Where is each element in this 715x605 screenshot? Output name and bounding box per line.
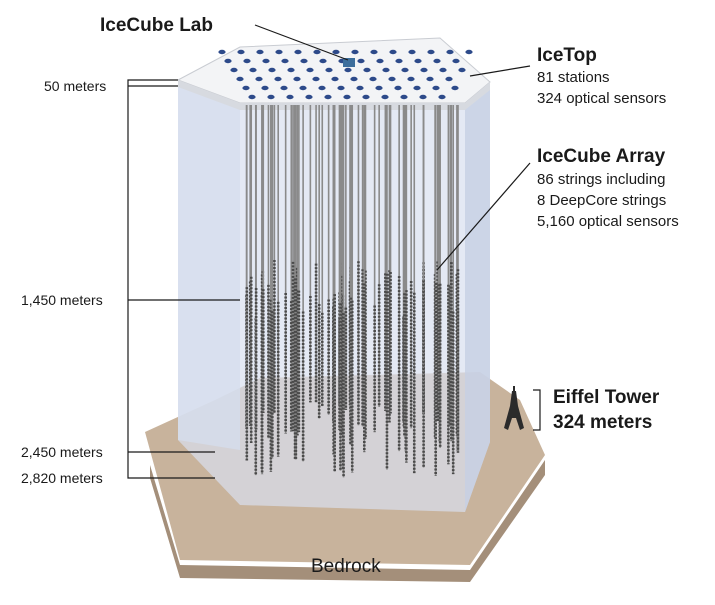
icetop-station-dot: [433, 58, 441, 64]
icetop-station-dot: [256, 49, 264, 55]
sensor-dots: [218, 49, 473, 100]
icetop-station-dot: [370, 49, 378, 55]
icetop-station-dot: [280, 85, 288, 91]
icetop-station-dot: [306, 67, 314, 73]
icetop-station-dot: [439, 67, 447, 73]
icetop-station-dot: [313, 49, 321, 55]
icetop-station-dot: [357, 58, 365, 64]
icetop-station-dot: [293, 76, 301, 82]
icetop-station-dot: [331, 76, 339, 82]
icetop-station-dot: [452, 58, 460, 64]
icetop-station-dot: [300, 58, 308, 64]
icetop-station-dot: [382, 67, 390, 73]
icetop-station-dot: [426, 76, 434, 82]
array-line-1: 86 strings including: [537, 171, 666, 188]
icetop-station-dot: [445, 76, 453, 82]
icetop-station-dot: [350, 76, 358, 82]
icetop-station-dot: [312, 76, 320, 82]
icetop-station-dot: [268, 67, 276, 73]
icetop-station-dot: [332, 49, 340, 55]
depth-bracket: [127, 24, 541, 479]
icetop-station-dot: [243, 58, 251, 64]
icetop-station-dot: [318, 85, 326, 91]
icetop-station-dot: [356, 85, 364, 91]
icetop-station-dot: [287, 67, 295, 73]
icetop-station-dot: [224, 58, 232, 64]
icetop-station-dot: [362, 94, 370, 100]
icetop-station-dot: [286, 94, 294, 100]
icetop-station-dot: [294, 49, 302, 55]
icetop-station-dot: [401, 67, 409, 73]
icetop-station-dot: [388, 76, 396, 82]
depth-50: 50 meters: [44, 78, 107, 94]
icetop-station-dot: [375, 85, 383, 91]
icetop-station-dot: [343, 94, 351, 100]
icetop-station-dot: [267, 94, 275, 100]
lab-title: IceCube Lab: [100, 15, 213, 36]
icetop-station-dot: [305, 94, 313, 100]
icetop-station-dot: [319, 58, 327, 64]
icetop-station-dot: [236, 76, 244, 82]
array-line-3: 5,160 optical sensors: [537, 213, 679, 230]
bedrock-label: Bedrock: [311, 556, 381, 577]
icetop-station-dot: [458, 67, 466, 73]
icetop-station-dot: [408, 49, 416, 55]
icetop-station-dot: [465, 49, 473, 55]
array-line-2: 8 DeepCore strings: [537, 192, 667, 209]
icetop-station-dot: [451, 85, 459, 91]
icetop-station-dot: [419, 94, 427, 100]
icetop-station-dot: [420, 67, 428, 73]
icetop-station-dot: [438, 94, 446, 100]
icetop-station-dot: [275, 49, 283, 55]
icetop-station-dot: [262, 58, 270, 64]
icetop-station-dot: [394, 85, 402, 91]
icetop-station-dot: [446, 49, 454, 55]
depth-1450: 1,450 meters: [21, 292, 103, 308]
icetop-station-dot: [299, 85, 307, 91]
icetop-station-dot: [427, 49, 435, 55]
depth-2820: 2,820 meters: [21, 470, 103, 486]
icetop-station-dot: [344, 67, 352, 73]
icetop-title: IceTop: [537, 45, 597, 66]
icetop-station-dot: [242, 85, 250, 91]
icetop-station-dot: [230, 67, 238, 73]
icetop-station-dot: [255, 76, 263, 82]
icetop-station-dot: [248, 94, 256, 100]
ice-volume-side: [465, 88, 490, 512]
bedrock-base: [150, 460, 545, 582]
eiffel-tower-icon: [504, 386, 524, 430]
icetop-station-dot: [400, 94, 408, 100]
icetop-station-dot: [395, 58, 403, 64]
icetop-station-dot: [432, 85, 440, 91]
icetop-station-dot: [274, 76, 282, 82]
icetop-station-dot: [407, 76, 415, 82]
icetop-station-dot: [381, 94, 389, 100]
icetop-line-2: 324 optical sensors: [537, 90, 667, 107]
icetop-station-dot: [337, 85, 345, 91]
depth-2450: 2,450 meters: [21, 444, 103, 460]
eiffel-title: Eiffel Tower: [553, 387, 660, 408]
icetop-station-dot: [369, 76, 377, 82]
icetop-station-dot: [376, 58, 384, 64]
icetop-station-dot: [281, 58, 289, 64]
icetop-station-dot: [218, 49, 226, 55]
icetop-edge: [178, 80, 490, 110]
icetop-station-dot: [249, 67, 257, 73]
icetop-station-dot: [237, 49, 245, 55]
icetop-station-dot: [324, 94, 332, 100]
icetop-station-dot: [389, 49, 397, 55]
icetop-station-dot: [413, 85, 421, 91]
icetop-station-dot: [363, 67, 371, 73]
icetop-line-1: 81 stations: [537, 69, 610, 86]
icetop-station-dot: [261, 85, 269, 91]
icetop-station-dot: [414, 58, 422, 64]
eiffel-height: 324 meters: [553, 412, 653, 433]
icetop-station-dot: [325, 67, 333, 73]
string-group: [245, 105, 460, 478]
array-title: IceCube Array: [537, 146, 666, 167]
lab-building: [343, 58, 355, 67]
icetop-station-dot: [351, 49, 359, 55]
